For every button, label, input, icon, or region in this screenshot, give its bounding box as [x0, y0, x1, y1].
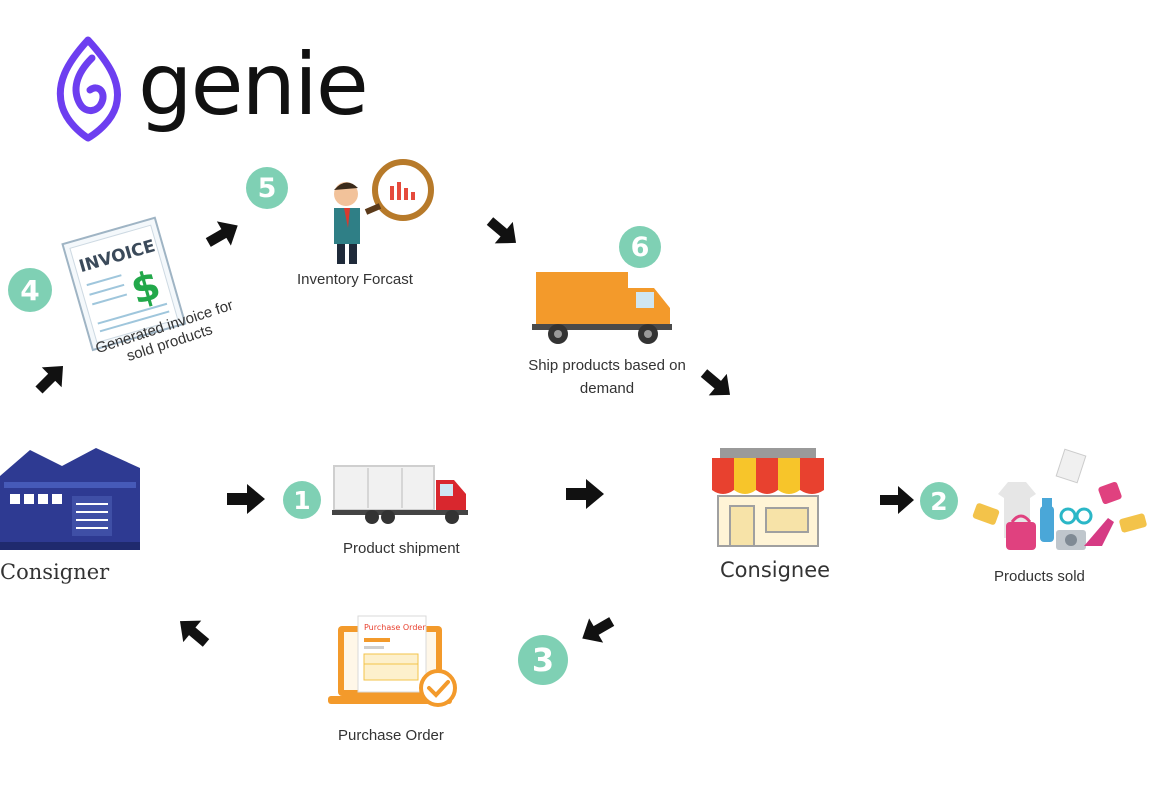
- step-label-1: Product shipment: [343, 540, 460, 557]
- arrow-consignee-to-purchase-order: [575, 609, 618, 650]
- brand-name: genie: [138, 35, 369, 135]
- white-truck-icon: [332, 462, 470, 526]
- arrow-consigner-to-shipment: [227, 484, 265, 514]
- step-badge-3: 3: [518, 635, 568, 685]
- arrow-shipment-to-consignee: [566, 479, 604, 509]
- consigner-label: Consigner: [0, 560, 110, 584]
- arrow-forecast-to-ship: [481, 210, 525, 253]
- step-badge-5: 5: [246, 167, 288, 209]
- invoice-icon: INVOICE $: [58, 211, 197, 357]
- step-label-5: Inventory Forcast: [297, 271, 413, 288]
- shopping-items-icon: [972, 446, 1154, 558]
- store-icon: [710, 448, 826, 548]
- step-label-6: Ship products based on demand: [528, 357, 686, 397]
- arrow-consigner-to-invoice: [29, 356, 73, 400]
- consignee-label: Consignee: [720, 558, 831, 582]
- arrow-purchase-order-to-consigner: [171, 610, 215, 653]
- step-label-2: Products sold: [994, 568, 1085, 585]
- step-badge-6: 6: [619, 226, 661, 268]
- orange-truck-icon: [532, 268, 676, 348]
- purchase-order-laptop-icon: Purchase Order: [328, 612, 460, 712]
- step-badge-2: 2: [920, 482, 958, 520]
- forecast-person-icon: [318, 156, 438, 268]
- step-badge-4: 4: [8, 268, 52, 312]
- genie-logo-icon: [48, 34, 128, 144]
- arrow-consignee-to-sold: [880, 486, 914, 514]
- step-badge-1: 1: [283, 481, 321, 519]
- step-label-3: Purchase Order: [338, 727, 444, 744]
- arrow-invoice-to-forecast: [201, 213, 244, 254]
- warehouse-icon: [0, 446, 140, 554]
- purchase-order-doc-title: Purchase Order: [364, 623, 426, 632]
- arrow-ship-to-consignee: [695, 362, 739, 405]
